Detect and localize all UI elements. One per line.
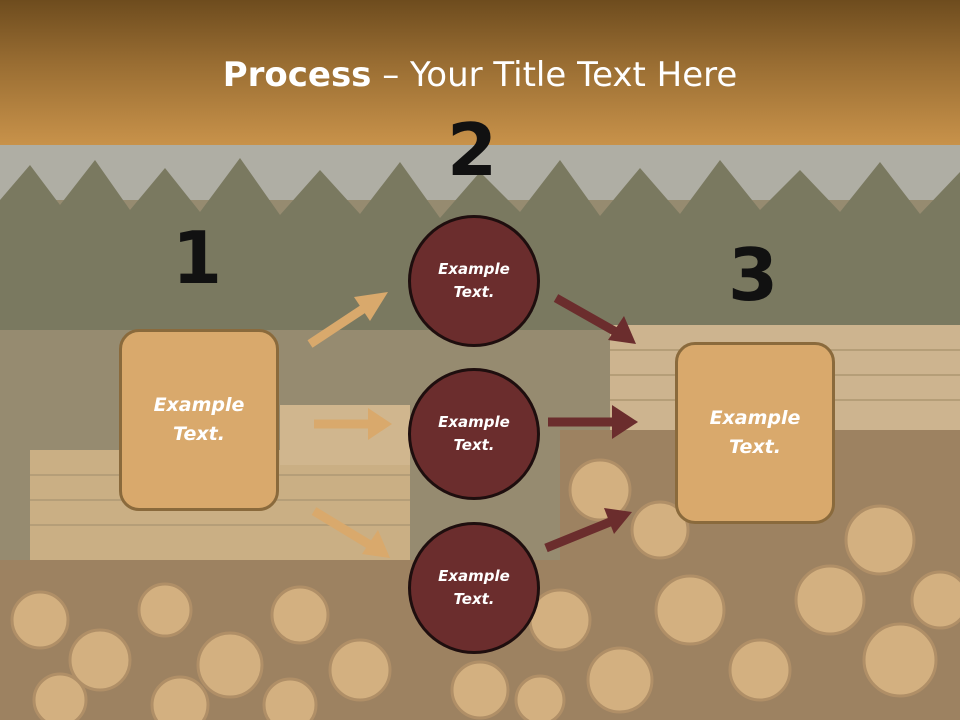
arrow-bottom-to-3 [544,517,612,553]
title-bar: Process – Your Title Text Here [0,0,960,145]
step-2-circle-top: Example Text. [408,215,540,347]
slide-title: Process – Your Title Text Here [0,52,960,98]
step-2-circle-top-text: Example Text. [438,260,510,301]
arrow-1-to-bottom [311,507,373,549]
step-2-circle-bottom-text: Example Text. [438,567,510,608]
step-3-text: Example Text. [709,407,801,458]
title-strong: Process [222,55,372,95]
step-1-box: Example Text. [119,329,279,511]
arrow-head-middle-3 [612,405,638,439]
step-number-3: 3 [728,233,779,317]
arrow-1-to-top [307,303,369,348]
step-2-circle-middle: Example Text. [408,368,540,500]
arrow-head-top-3 [608,316,636,344]
step-2-circle-middle-text: Example Text. [438,413,510,454]
step-3-box: Example Text. [675,342,835,524]
arrow-head-1-top [354,292,388,321]
step-2-circle-bottom: Example Text. [408,522,540,654]
arrow-top-to-3 [553,294,619,336]
step-1-text: Example Text. [153,394,245,445]
step-number-2: 2 [447,108,498,192]
title-rest: – Your Title Text Here [371,55,738,95]
step-number-1: 1 [172,216,223,300]
arrow-head-1-middle [368,408,392,440]
arrow-head-bottom-3 [604,508,632,534]
arrow-head-1-bottom [362,530,390,558]
